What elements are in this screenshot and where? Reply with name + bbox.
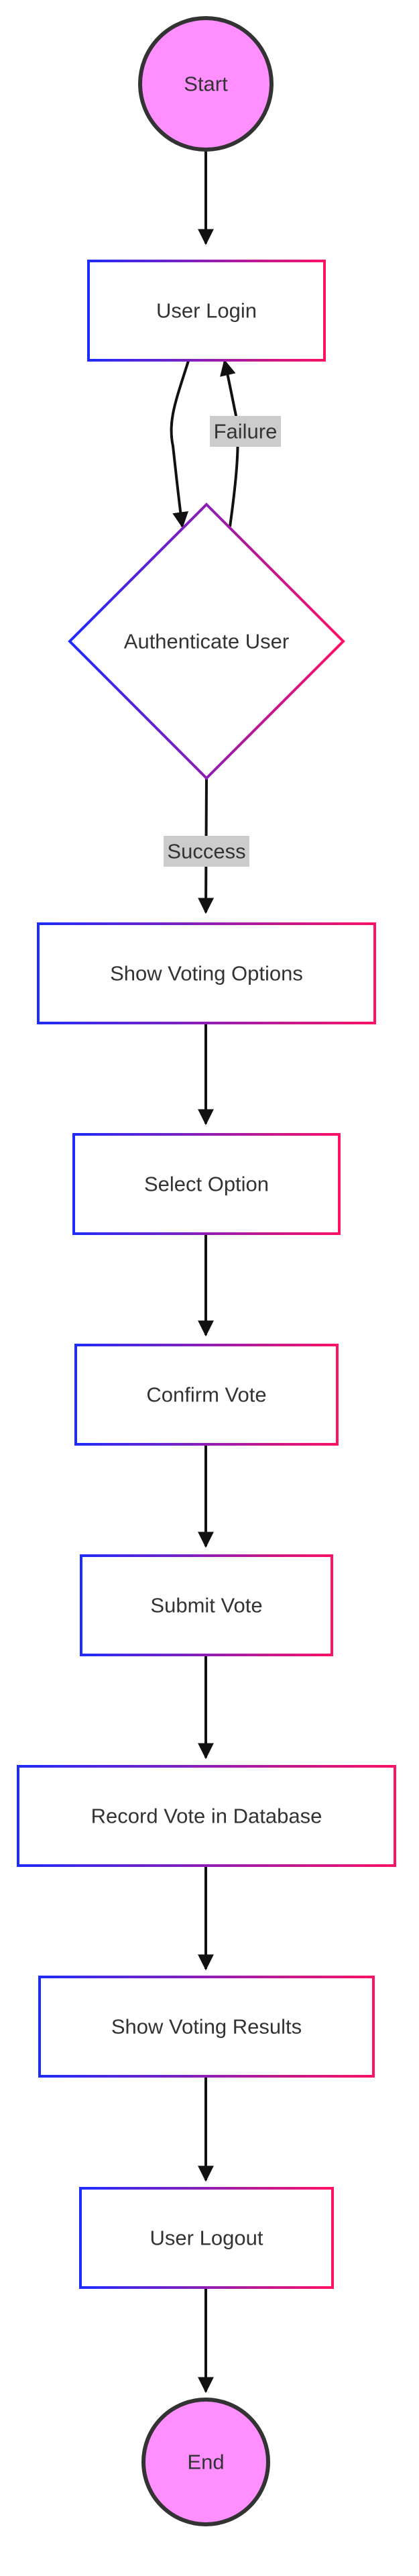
- node-submit-vote-label: Submit Vote: [150, 1594, 262, 1617]
- node-start-label: Start: [184, 72, 228, 96]
- node-record-vote[interactable]: Record Vote in Database: [17, 1765, 396, 1867]
- node-show-voting-options[interactable]: Show Voting Options: [37, 922, 376, 1024]
- node-start[interactable]: Start: [138, 16, 274, 152]
- node-end-label: End: [187, 2451, 224, 2474]
- node-select-option-label: Select Option: [144, 1173, 269, 1196]
- node-user-login[interactable]: User Login: [87, 260, 326, 362]
- node-show-voting-options-label: Show Voting Options: [110, 962, 303, 985]
- node-end[interactable]: End: [141, 2398, 270, 2526]
- node-show-voting-results-label: Show Voting Results: [111, 2015, 302, 2039]
- node-select-option[interactable]: Select Option: [72, 1133, 341, 1235]
- node-show-voting-results[interactable]: Show Voting Results: [38, 1976, 375, 2078]
- node-submit-vote[interactable]: Submit Vote: [80, 1554, 333, 1656]
- node-confirm-vote-label: Confirm Vote: [146, 1383, 266, 1407]
- node-confirm-vote[interactable]: Confirm Vote: [74, 1344, 339, 1446]
- node-record-vote-label: Record Vote in Database: [91, 1805, 322, 1828]
- node-user-login-label: User Login: [156, 299, 257, 323]
- edge-label-success: Success: [164, 836, 249, 867]
- edge-label-failure-text: Failure: [214, 420, 278, 443]
- edge-label-success-text: Success: [167, 840, 245, 863]
- node-user-logout[interactable]: User Logout: [79, 2187, 334, 2289]
- node-authenticate-user-label: Authenticate User: [124, 630, 289, 653]
- edge-label-failure: Failure: [210, 416, 281, 447]
- node-authenticate-user[interactable]: Authenticate User: [68, 502, 345, 780]
- edge-login-to-auth: [170, 360, 190, 529]
- node-user-logout-label: User Logout: [150, 2226, 263, 2250]
